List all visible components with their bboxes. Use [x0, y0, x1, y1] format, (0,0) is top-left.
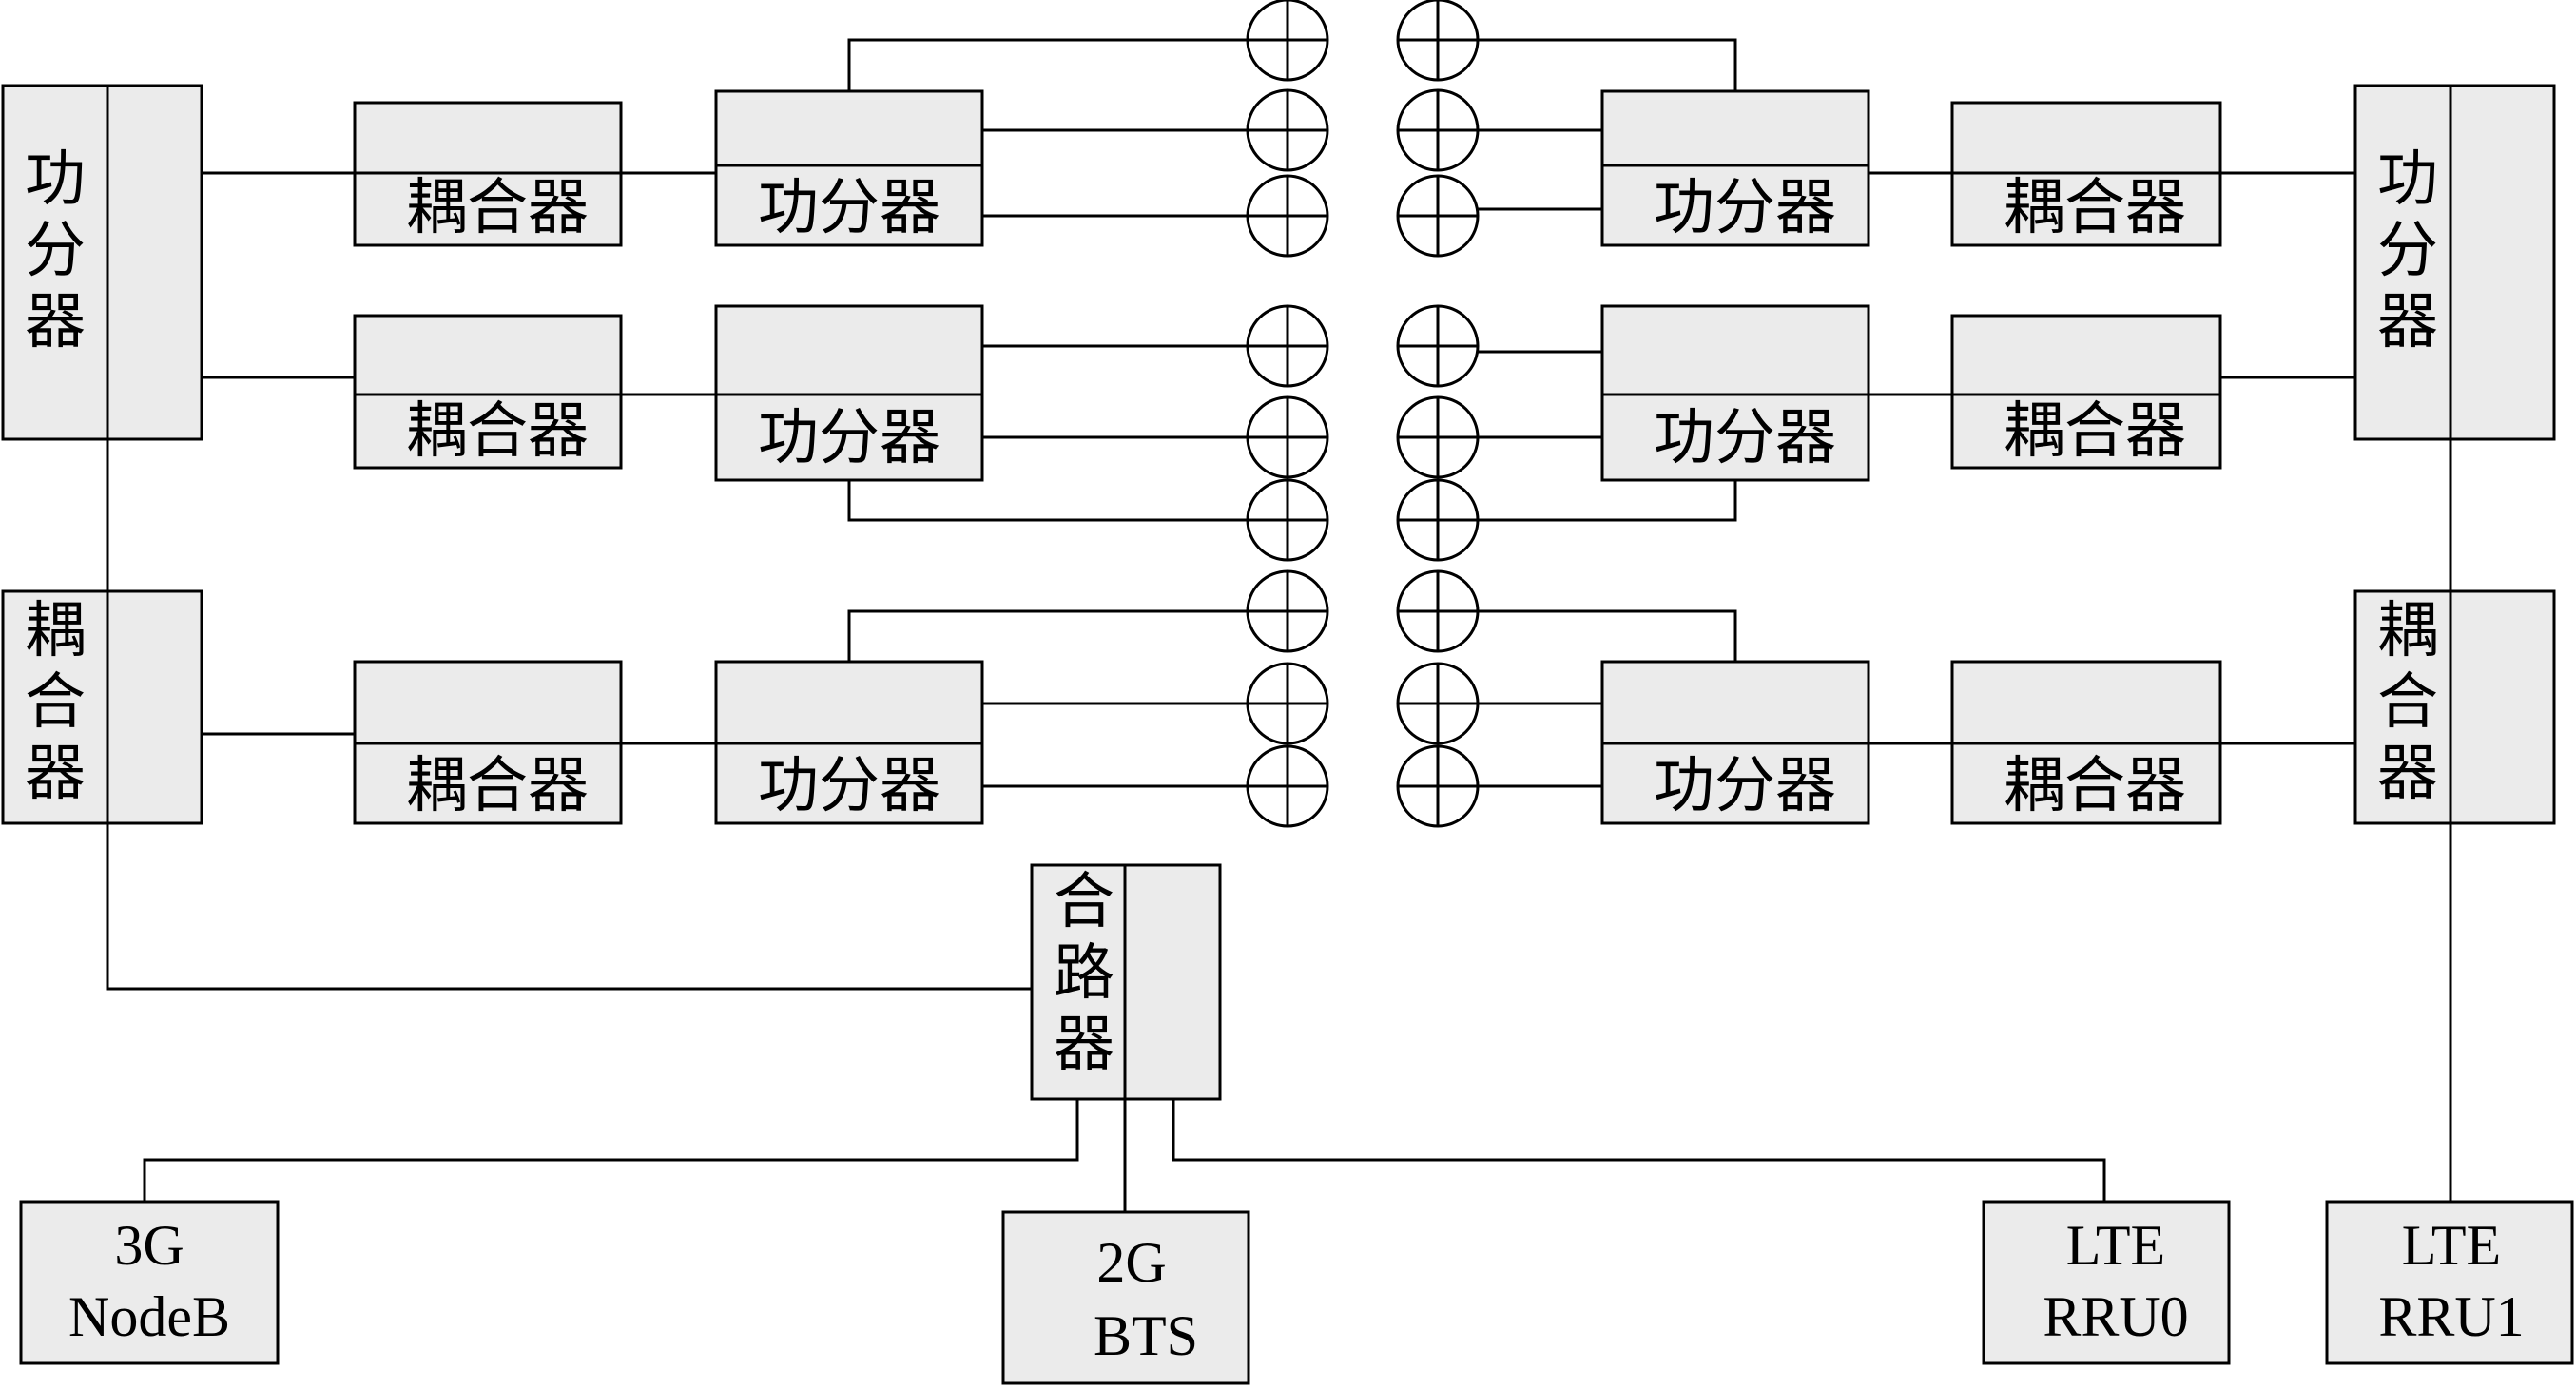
right-row3-power-divider: 功分器	[1600, 660, 1870, 825]
antenna-left-9	[1246, 744, 1329, 828]
right-row3-coupler: 耦合器	[1950, 660, 2222, 825]
right-row1-coupler: 耦合器	[1950, 101, 2222, 247]
right-row2-divider-label: 功分器	[1654, 403, 1836, 473]
left-row2-coupler: 耦合器	[353, 314, 623, 470]
right-power-divider: 功 分 器	[2353, 84, 2556, 441]
nodeb-line-1: 3G	[114, 1214, 184, 1277]
antenna-left-6	[1246, 478, 1329, 562]
wire-right-ant-7	[1438, 609, 1737, 662]
antenna-left-4	[1246, 304, 1329, 388]
right-row1-coupler-label: 耦合器	[2004, 173, 2186, 243]
left-coupler-char-3: 器	[25, 739, 86, 809]
rru1-line-2: RRU1	[2378, 1285, 2524, 1348]
antenna-left-8	[1246, 662, 1329, 745]
rru1-line-1: LTE	[2402, 1214, 2501, 1277]
antenna-left-5	[1246, 395, 1329, 479]
combiner-char-1: 合	[1054, 867, 1114, 937]
antennas-left-column	[1246, 0, 1329, 828]
right-power-divider-char-1: 功	[2377, 145, 2438, 215]
antenna-right-7	[1396, 569, 1480, 653]
right-power-divider-char-2: 分	[2377, 216, 2438, 286]
left-row1-coupler-label: 耦合器	[406, 173, 589, 243]
left-row2-power-divider: 功分器	[714, 304, 984, 482]
right-row3-divider-label: 功分器	[1654, 751, 1836, 821]
right-row1-divider-label: 功分器	[1654, 173, 1836, 243]
right-power-divider-char-3: 器	[2377, 287, 2438, 357]
wire-combiner-to-rru0	[1172, 1099, 2106, 1202]
right-row2-power-divider: 功分器	[1600, 304, 1870, 482]
rru0-line-2: RRU0	[2043, 1285, 2188, 1348]
bts-line-1: 2G	[1096, 1231, 1166, 1294]
right-coupler-char-2: 合	[2377, 667, 2438, 738]
source-3g-nodeb: 3G NodeB	[19, 1200, 280, 1365]
wire-left-ant-6	[847, 480, 1248, 522]
source-lte-rru1: LTE RRU1	[2325, 1200, 2574, 1365]
left-row2-coupler-label: 耦合器	[406, 396, 589, 467]
combiner-char-2: 路	[1054, 938, 1114, 1009]
left-power-divider-char-3: 器	[25, 287, 86, 357]
right-coupler-char-1: 耦	[2377, 596, 2438, 666]
nodeb-line-2: NodeB	[68, 1285, 230, 1348]
antenna-right-2	[1396, 88, 1480, 172]
antenna-right-4	[1396, 304, 1480, 388]
left-row3-coupler-label: 耦合器	[406, 751, 589, 821]
left-row3-divider-label: 功分器	[758, 751, 940, 821]
left-power-divider-char-1: 功	[25, 145, 86, 215]
right-coupler-vertical: 耦 合 器	[2353, 589, 2556, 825]
bts-line-2: BTS	[1094, 1304, 1198, 1367]
left-coupler-char-2: 合	[25, 667, 86, 738]
antenna-left-2	[1246, 88, 1329, 172]
left-row2-divider-label: 功分器	[758, 403, 940, 473]
right-row2-coupler: 耦合器	[1950, 314, 2222, 470]
left-row3-power-divider: 功分器	[714, 660, 984, 825]
wiring	[106, 38, 2452, 1212]
antenna-left-7	[1246, 569, 1329, 653]
right-coupler-char-3: 器	[2377, 739, 2438, 809]
antenna-left-1	[1246, 0, 1329, 82]
left-power-divider-char-2: 分	[25, 216, 86, 286]
left-power-divider: 功 分 器	[1, 84, 203, 441]
right-row1-power-divider: 功分器	[1600, 89, 1870, 247]
source-2g-bts: 2G BTS	[1001, 1210, 1250, 1385]
left-row1-divider-label: 功分器	[758, 173, 940, 243]
left-coupler-char-1: 耦	[25, 596, 86, 666]
wire-left-ant-1	[847, 38, 1248, 91]
wire-right-ant-6	[1438, 480, 1737, 522]
source-lte-rru0: LTE RRU0	[1982, 1200, 2231, 1365]
antenna-left-3	[1246, 174, 1329, 258]
antenna-right-3	[1396, 174, 1480, 258]
antenna-right-1	[1396, 0, 1480, 82]
antenna-right-8	[1396, 662, 1480, 745]
right-row2-coupler-label: 耦合器	[2004, 396, 2186, 467]
wire-left-trunk-to-combiner	[106, 823, 1032, 991]
antenna-right-9	[1396, 744, 1480, 828]
combiner: 合 路 器	[1030, 863, 1222, 1101]
right-row3-coupler-label: 耦合器	[2004, 751, 2186, 821]
wire-left-ant-7	[847, 609, 1248, 662]
left-coupler-vertical: 耦 合 器	[1, 589, 203, 825]
left-row3-coupler: 耦合器	[353, 660, 623, 825]
wire-combiner-to-nodeb	[143, 1099, 1079, 1202]
left-row1-power-divider: 功分器	[714, 89, 984, 247]
antenna-right-6	[1396, 478, 1480, 562]
left-row1-coupler: 耦合器	[353, 101, 623, 247]
wire-right-ant-1	[1438, 38, 1737, 91]
combiner-char-3: 器	[1054, 1010, 1114, 1080]
rru0-line-1: LTE	[2066, 1214, 2165, 1277]
antenna-right-5	[1396, 395, 1480, 479]
antennas-right-column	[1396, 0, 1480, 828]
